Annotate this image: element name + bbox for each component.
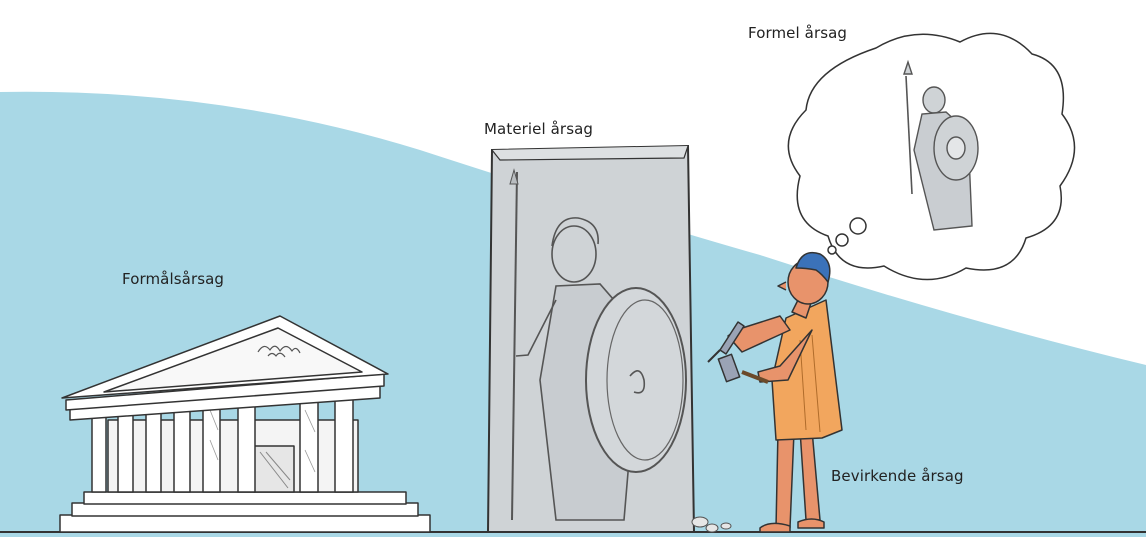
efficient-cause-label: Bevirkende årsag <box>831 467 964 485</box>
formal-cause-label: Formel årsag <box>748 24 847 42</box>
final-cause-label: Formålsårsag <box>122 270 224 288</box>
material-cause-label: Materiel årsag <box>484 120 593 138</box>
